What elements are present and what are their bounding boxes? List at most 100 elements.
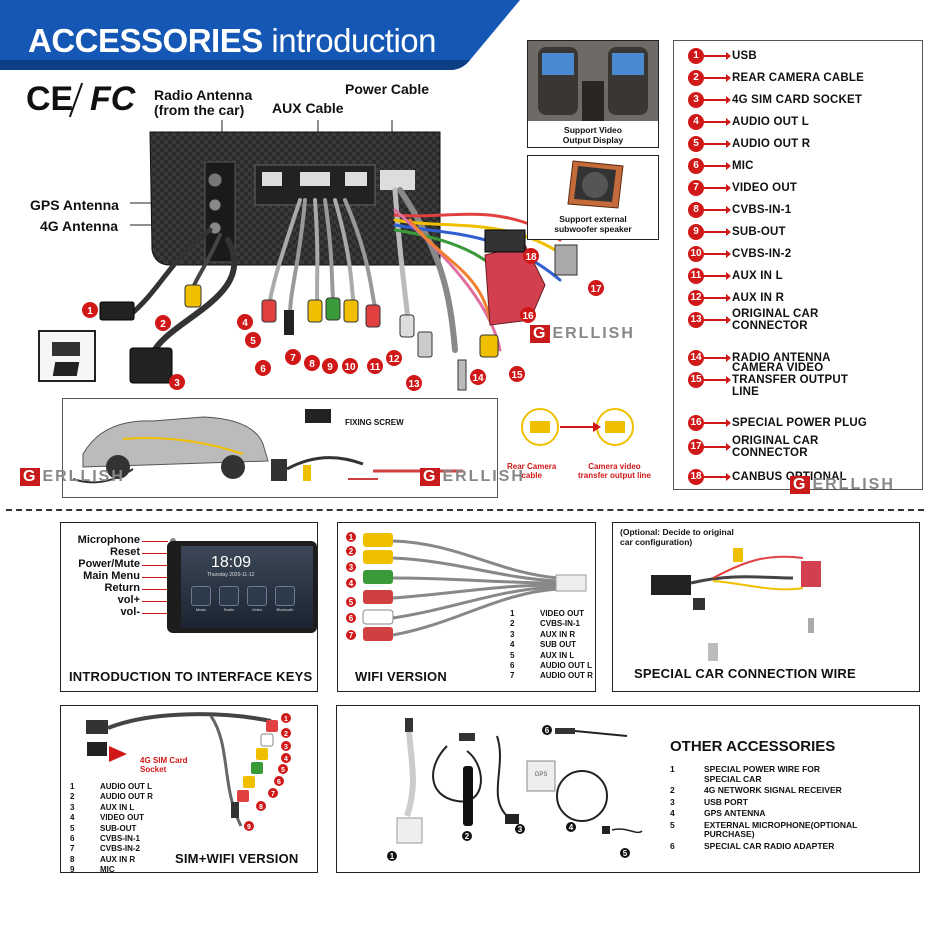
video-output-inset: Support Video Output Display [527,40,659,148]
wifi-harness-illustration: 1 2 3 4 5 6 7 [346,532,587,641]
sim-wifi-title: SIM+WIFI VERSION [175,851,299,866]
interface-key-label: vol- [120,606,140,618]
list-number: 6 [510,661,515,671]
app-tile[interactable]: Radio [219,586,239,612]
clock-time: 18:09 [211,554,252,571]
wifi-version-title: WIFI VERSION [355,669,447,684]
svg-text:16: 16 [522,311,534,322]
legend-label: ORIGINAL CAR CONNECTOR [732,308,819,332]
svg-text:8: 8 [309,359,315,370]
svg-text:3: 3 [518,825,523,834]
arrow-right-icon [704,206,731,214]
list-label: SPECIAL POWER WIRE FOR SPECIAL CAR [704,764,821,784]
arrow-right-icon [704,228,731,236]
svg-text:2: 2 [284,731,288,738]
app-label: Bluetooth [276,607,294,612]
legend-label: CAMERA VIDEO TRANSFER OUTPUT LINE [732,362,849,398]
app-label: Video [251,607,263,612]
list-label: VIDEO OUT [540,609,585,618]
legend-number-badge: 14 [688,350,704,366]
legend-label: AUDIO OUT R [732,138,811,150]
arrow-right-icon [704,376,731,384]
gps-tag: GPS [535,772,548,778]
ce-mark: CE [26,80,74,118]
interface-key-label: Main Menu [83,570,140,582]
list-label: GPS ANTENNA [704,808,766,818]
svg-text:13: 13 [408,379,420,390]
other-accessory-item: 1 SPECIAL POWER WIRE FOR SPECIAL CAR [670,764,857,784]
svg-text:5: 5 [349,598,354,607]
arrow-right-icon [704,140,731,148]
svg-text:11: 11 [370,362,381,373]
fixing-screw-label: FIXING SCREW [345,418,404,427]
list-label: USB PORT [704,796,748,807]
app-icon [247,586,267,606]
list-number: 3 [70,802,75,812]
list-label: MIC [100,865,115,875]
svg-text:6: 6 [277,779,281,786]
arrow-right-icon [704,118,731,126]
list-label: AUDIO OUT R [100,792,153,802]
key-pointer-line [142,613,168,614]
list-number: 4 [70,813,75,823]
arrow-right-icon [704,250,731,258]
list-label: CVBS-IN-1 [100,834,141,844]
key-pointer-line [142,601,168,602]
camera-section [62,398,498,498]
4g-antenna-label: 4G Antenna [40,218,119,234]
svg-text:2: 2 [349,547,354,556]
arrow-right-icon [704,184,731,192]
legend-label: 4G SIM CARD SOCKET [732,94,863,106]
list-number: 5 [670,819,675,830]
head-unit-rear-illustration: 1 2 3 4 5 6 7 8 9 10 11 12 13 14 15 16 1… [82,120,604,391]
svg-text:3: 3 [174,378,180,389]
special-car-title: SPECIAL CAR CONNECTION WIRE [634,666,856,681]
radio-antenna-label: Radio Antenna (from the car) [154,87,253,118]
svg-text:7: 7 [271,791,275,798]
list-label: AUX IN L [540,650,575,660]
other-accessories-illustration: GPS 1 2 3 4 5 6 [387,718,643,861]
interface-key-label: Power/Mute [78,558,140,570]
fcc-mark: FC [90,80,136,118]
app-tile[interactable]: Video [247,586,267,612]
list-label: CVBS-IN-2 [100,844,141,854]
power-cable-label: Power Cable [345,81,430,97]
legend-number-badge: 16 [688,415,704,431]
legend-number-badge: 8 [688,202,704,218]
legend-number-badge: 1 [688,48,704,64]
app-tile[interactable]: Music [191,586,211,612]
list-label: AUX IN R [540,629,576,639]
svg-text:4: 4 [242,318,248,329]
list-number: 7 [70,844,75,854]
svg-text:8: 8 [259,804,263,811]
list-number: 4 [670,808,675,818]
list-number: 2 [510,619,515,629]
legend-number-badge: 11 [688,268,704,284]
special-car-panel [612,522,920,692]
legend-number-badge: 18 [688,469,704,485]
svg-text:10: 10 [344,362,356,373]
list-number: 5 [510,650,515,660]
aux-cable-label: AUX Cable [272,100,344,116]
list-number: 1 [670,764,675,774]
legend-number-badge: 15 [688,372,704,388]
arrow-right-icon [704,443,731,451]
svg-text:9: 9 [327,362,333,373]
app-label: Music [195,607,207,612]
app-tile[interactable]: Bluetooth [275,586,295,612]
legend-label: CVBS-IN-2 [732,248,792,260]
